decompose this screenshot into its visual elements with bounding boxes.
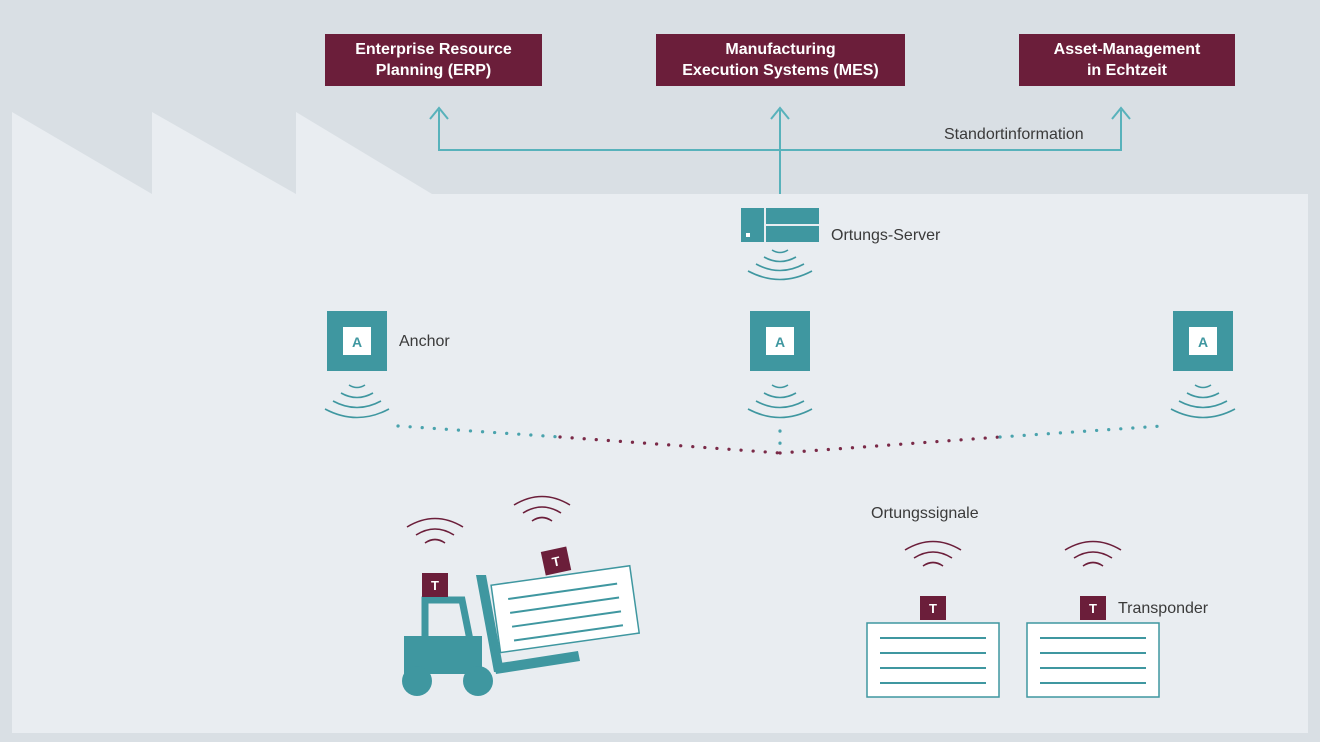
standortinformation-label: Standortinformation [944,126,1084,143]
signal-waves-icon [324,384,390,419]
dotted-signal-lines [396,424,1164,455]
tag-letter: T [929,601,937,616]
tag-icon [422,573,448,597]
signal-waves-icon [1170,384,1236,419]
anchor-icon [750,311,810,371]
signal-waves-icon [1064,540,1122,567]
mes-box: Manufacturing Execution Systems (MES) [656,34,905,86]
tag-letter: T [1089,601,1097,616]
arrow-up-icon [1111,106,1131,120]
connection-lines [429,106,1131,194]
signal-waves-icon [406,517,464,544]
tag-icon [920,596,946,620]
signal-waves-icon [904,540,962,567]
factory-building [12,112,1308,733]
tag-letter: T [431,578,439,593]
signal-waves-icon [747,249,813,281]
anchor-icon [1173,311,1233,371]
ortungs-server-label: Ortungs-Server [831,227,941,244]
server-icon [741,208,819,242]
ortungssignale-label: Ortungssignale [871,505,979,522]
anchor-letter: A [352,334,362,350]
tag-icon [1080,596,1106,620]
anchor-letter: A [1198,334,1208,350]
asset-management-box: Asset-Management in Echtzeit [1019,34,1235,86]
erp-box: Enterprise Resource Planning (ERP) [325,34,542,86]
crate-icon [866,622,1000,698]
signal-waves-icon [513,495,571,522]
anchor-label: Anchor [399,333,450,350]
anchor-letter: A [775,334,785,350]
forklift-icon [402,564,641,696]
anchor-icon [327,311,387,371]
tag-letter: T [551,553,562,569]
arrow-up-icon [770,106,790,120]
tag-icon [540,546,572,576]
crate-icon [1026,622,1160,698]
arrow-up-icon [429,106,449,120]
signal-waves-icon [747,384,813,419]
transponder-label: Transponder [1118,600,1209,617]
